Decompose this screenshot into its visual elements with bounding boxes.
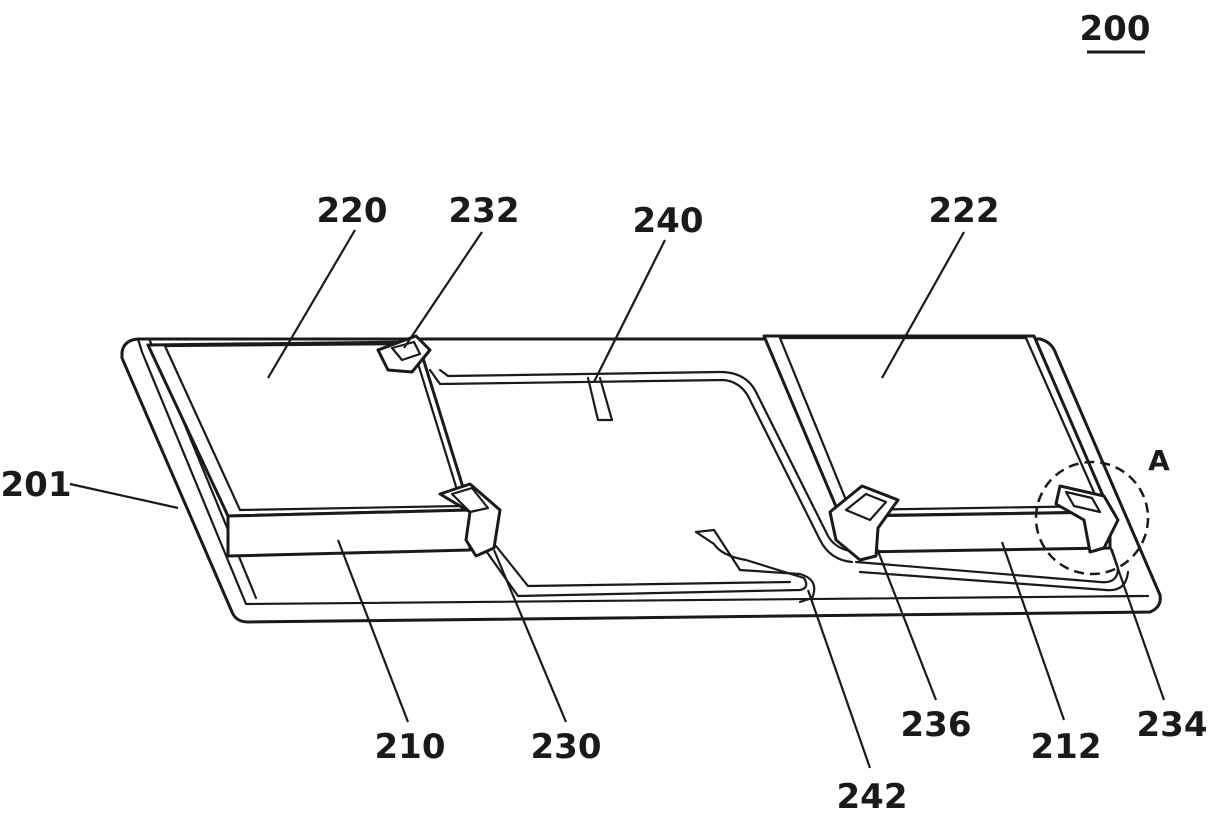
label-212: 212 bbox=[1031, 727, 1102, 767]
label-242: 242 bbox=[837, 777, 908, 817]
label-236: 236 bbox=[901, 705, 972, 745]
pad-222 bbox=[762, 334, 1112, 554]
label-201: 201 bbox=[1, 465, 72, 505]
figure-number: 200 bbox=[1080, 9, 1151, 49]
leader-lines bbox=[69, 229, 1166, 769]
figure-number-group: 200 bbox=[1080, 9, 1151, 54]
label-230: 230 bbox=[531, 727, 602, 767]
conductive-trace bbox=[428, 368, 1130, 604]
label-240: 240 bbox=[633, 201, 704, 241]
label-220: 220 bbox=[317, 191, 388, 231]
reference-labels: 220 232 240 222 201 210 230 236 212 234 … bbox=[1, 191, 1208, 817]
clip-234 bbox=[1054, 484, 1120, 554]
detail-circle-a: A bbox=[1034, 444, 1170, 576]
clip-230 bbox=[438, 482, 502, 558]
clip-236 bbox=[828, 484, 900, 562]
label-222: 222 bbox=[929, 191, 1000, 231]
pad-220 bbox=[146, 340, 472, 558]
detail-marker-a: A bbox=[1148, 444, 1170, 477]
label-210: 210 bbox=[375, 727, 446, 767]
label-232: 232 bbox=[449, 191, 520, 231]
label-234: 234 bbox=[1137, 705, 1208, 745]
